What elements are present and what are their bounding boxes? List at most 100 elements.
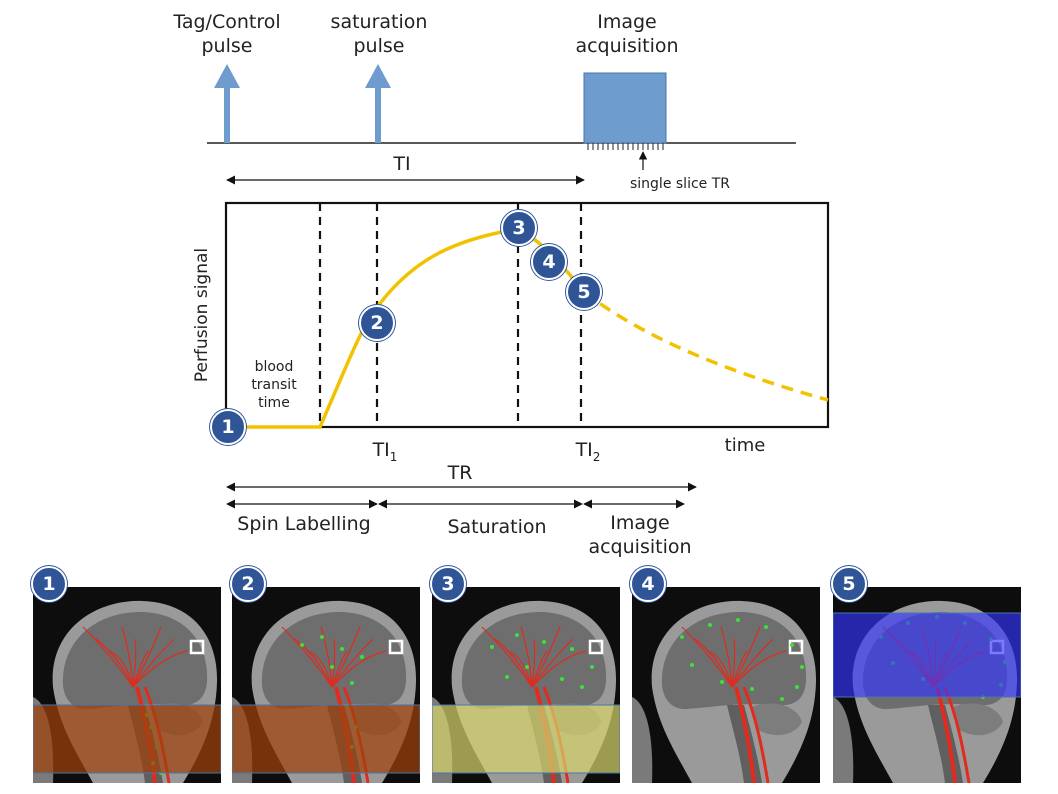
labelled-spin-dot bbox=[580, 685, 584, 689]
plot-frame bbox=[224, 201, 830, 429]
artery-branch bbox=[731, 626, 761, 688]
single-slice-tr-label: single slice TR bbox=[629, 176, 730, 192]
artery-branch bbox=[95, 638, 134, 688]
mri-slice bbox=[632, 600, 817, 783]
labelled-spin-dot bbox=[330, 665, 334, 669]
acquisition-label-top: Image acquisition bbox=[575, 11, 679, 57]
roi-box bbox=[788, 639, 804, 655]
artery-branch bbox=[731, 650, 787, 688]
brain-panel-1 bbox=[33, 587, 221, 783]
labelled-spin-dot bbox=[690, 663, 694, 667]
artery-branch bbox=[121, 626, 134, 688]
labelled-spin-dot bbox=[490, 645, 494, 649]
artery-branch bbox=[707, 650, 733, 688]
labelled-spin-dot bbox=[750, 687, 754, 691]
artery-branch bbox=[331, 626, 361, 688]
artery-branch bbox=[82, 626, 134, 688]
artery-branch bbox=[108, 650, 134, 688]
mri-slice bbox=[33, 600, 221, 783]
artery-branch bbox=[731, 638, 736, 688]
labelled-spin-dot bbox=[795, 685, 799, 689]
panel-badge-4: 4 bbox=[630, 566, 666, 602]
mri-slice bbox=[432, 600, 620, 783]
mri-slice bbox=[232, 600, 420, 783]
ti-label: TI bbox=[393, 153, 411, 175]
tag-pulse-arrow bbox=[214, 64, 240, 143]
artery-branch bbox=[281, 626, 333, 688]
blood-transit-label: blood transit time bbox=[251, 359, 297, 411]
artery-branch bbox=[681, 626, 733, 688]
brain-panel-3 bbox=[432, 587, 620, 783]
carotid-artery-2 bbox=[742, 686, 770, 783]
labelled-spin-dot bbox=[790, 643, 794, 647]
artery-branch bbox=[731, 638, 774, 688]
labelled-spin-dot bbox=[780, 697, 784, 701]
artery-branch bbox=[331, 638, 374, 688]
panel-badge-5: 5 bbox=[831, 566, 867, 602]
perfusion-curve-dashed bbox=[582, 290, 829, 402]
artery-branch bbox=[331, 638, 336, 688]
artery-branch bbox=[531, 638, 574, 688]
artery-branch bbox=[320, 626, 333, 688]
labelled-spin-dot bbox=[320, 635, 324, 639]
cerebellum bbox=[953, 703, 1003, 736]
artery-branch bbox=[132, 650, 149, 688]
ti1-label: TI1 bbox=[362, 438, 408, 469]
panel-badge-3: 3 bbox=[430, 566, 466, 602]
artery-branch bbox=[494, 638, 533, 688]
artery-branch bbox=[507, 650, 533, 688]
ti2-label: TI2 bbox=[565, 438, 611, 469]
spin-labelling-label: Spin Labelling bbox=[237, 513, 371, 535]
acquisition-phase-label: Image acquisition bbox=[588, 512, 692, 558]
panel-badge-1: 1 bbox=[31, 566, 67, 602]
labelled-spin-dot bbox=[680, 635, 684, 639]
curve-point-2: 2 bbox=[359, 305, 395, 341]
roi-box bbox=[388, 639, 404, 655]
artery-branch bbox=[132, 626, 162, 688]
cerebellum bbox=[752, 703, 802, 736]
labelled-spin-dot bbox=[590, 665, 594, 669]
artery-branch bbox=[531, 626, 561, 688]
artery-branch bbox=[294, 638, 333, 688]
artery-branch bbox=[531, 650, 587, 688]
mri-slice bbox=[833, 600, 1021, 783]
saturation-slab bbox=[432, 704, 620, 774]
ti2-main: TI bbox=[575, 439, 593, 461]
curve-point-5: 5 bbox=[566, 274, 602, 310]
artery-branch bbox=[307, 650, 333, 688]
face bbox=[632, 697, 653, 783]
ti1-subscript: 1 bbox=[389, 449, 398, 464]
roi-box bbox=[588, 639, 604, 655]
curve-point-1: 1 bbox=[210, 409, 246, 445]
labelled-spin-dot bbox=[560, 677, 564, 681]
panel-badge-2: 2 bbox=[230, 566, 266, 602]
tag-pulse-label: Tag/Control pulse bbox=[173, 11, 281, 57]
labelled-spin-dot bbox=[525, 665, 529, 669]
labelled-spin-dot bbox=[708, 623, 712, 627]
artery-branch bbox=[331, 650, 348, 688]
artery-branch bbox=[531, 650, 548, 688]
artery-branch bbox=[132, 638, 137, 688]
artery-branch bbox=[531, 638, 536, 688]
ti1-main: TI bbox=[372, 439, 390, 461]
artery-branch bbox=[720, 626, 733, 688]
carotid-artery bbox=[734, 686, 756, 783]
brain-panel-5 bbox=[833, 587, 1021, 783]
labelled-spin-dot bbox=[350, 681, 354, 685]
curve-point-4: 4 bbox=[531, 244, 567, 280]
saturation-pulse-label: saturation pulse bbox=[330, 11, 428, 57]
labelled-spin-dot bbox=[360, 655, 364, 659]
labelled-spin-dot bbox=[570, 647, 574, 651]
labelling-slab bbox=[232, 704, 420, 774]
roi-box bbox=[189, 639, 205, 655]
y-axis-label: Perfusion signal bbox=[192, 247, 212, 383]
artery-branch bbox=[694, 638, 733, 688]
labelled-spin-dot bbox=[736, 618, 740, 622]
labelled-spin-dot bbox=[542, 640, 546, 644]
face bbox=[833, 697, 854, 783]
acquisition-block bbox=[583, 72, 667, 150]
ti2-subscript: 2 bbox=[592, 449, 601, 464]
saturation-phase-label: Saturation bbox=[447, 516, 547, 538]
brain-panel-2 bbox=[232, 587, 420, 783]
